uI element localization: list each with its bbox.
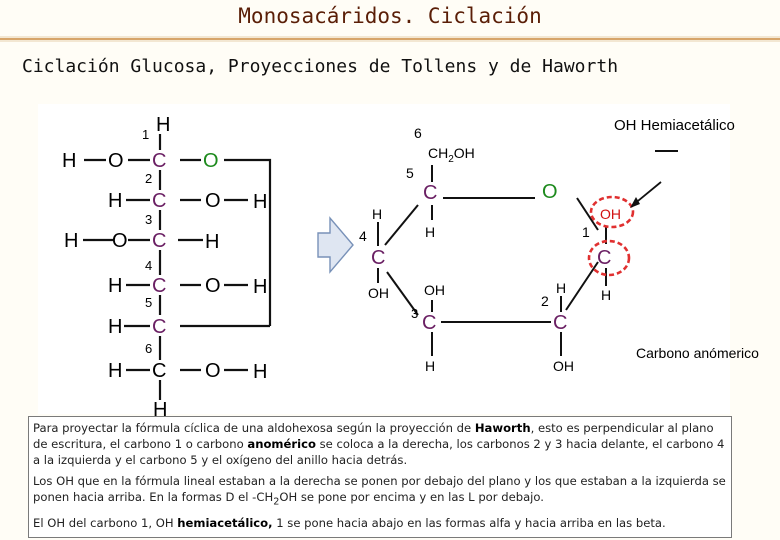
tollens-c6-number: 6 — [145, 341, 152, 356]
hemiacetal-label: OH Hemiacetálico — [614, 117, 735, 134]
tollens-c2-left-h: H — [108, 190, 122, 212]
tollens-c4-left-h: H — [108, 275, 122, 297]
tollens-c1-carbon: C — [152, 150, 166, 172]
tollens-c4-carbon: C — [152, 275, 166, 297]
haworth-projection: 6 CH2OH 5 C O H H 4 C OH OH 3 C H H 2 C … — [359, 117, 759, 374]
tollens-c2-number: 2 — [145, 171, 152, 186]
haworth-c1-number: 1 — [582, 224, 590, 240]
tollens-c3-number: 3 — [145, 212, 152, 227]
haworth-c3-carbon: C — [422, 312, 436, 334]
description-paragraph-3: El OH del carbono 1, OH hemiacetálico, 1… — [33, 516, 666, 531]
slide-title: Monosacáridos. Ciclación — [238, 4, 542, 28]
anomeric-carbon-label: Carbono anómerico — [636, 345, 759, 361]
haworth-c1-h: H — [601, 287, 611, 303]
haworth-c5-carbon: C — [423, 182, 437, 204]
haworth-c5-number: 5 — [406, 165, 414, 181]
diagram-panel — [38, 104, 730, 414]
anomeric-term: anomérico — [247, 437, 316, 451]
haworth-c2-oh: OH — [553, 358, 574, 374]
tollens-c1-left-o: O — [108, 150, 124, 172]
tollens-c4-number: 4 — [145, 258, 152, 273]
tollens-c2-h: H — [253, 191, 267, 213]
description-box: Para proyectar la fórmula cíclica de una… — [28, 416, 732, 538]
hemiacetal-term: hemiacetálico, — [177, 516, 273, 531]
haworth-ring-oxygen: O — [542, 181, 558, 203]
haworth-ch2oh-sub: 2 — [448, 154, 454, 165]
tollens-ring-oxygen: O — [203, 150, 219, 172]
description-paragraph-1: Para proyectar la fórmula cíclica de una… — [33, 421, 725, 467]
haworth-c3-number: 3 — [411, 306, 418, 321]
tollens-c4-o: O — [205, 275, 221, 297]
haworth-c1-carbon: C — [597, 247, 611, 269]
tollens-c3-left-o: O — [112, 230, 128, 252]
tollens-c3-h: H — [205, 231, 219, 253]
haworth-c3-oh: OH — [424, 282, 445, 298]
haworth-c4-top-h: H — [372, 206, 382, 222]
tollens-c5-carbon: C — [152, 316, 166, 338]
haworth-hemiacetal-oh: OH — [600, 206, 621, 222]
tollens-c6-o: O — [205, 360, 221, 382]
haworth-c4-carbon: C — [371, 247, 385, 269]
tollens-projection: 1 H H O C O 2 H C O H 3 H O C H 4 H C O … — [62, 114, 267, 421]
tollens-c1-top-h: H — [156, 114, 170, 136]
haworth-c4-oh: OH — [368, 285, 389, 301]
conversion-arrow — [317, 216, 354, 274]
tollens-c4-h: H — [253, 276, 267, 298]
tollens-c6-bottom-h: H — [153, 399, 167, 421]
tollens-c1-left-h: H — [62, 150, 76, 172]
slide-subtitle: Ciclación Glucosa, Proyecciones de Tolle… — [22, 56, 619, 77]
tollens-c5-left-h: H — [108, 316, 122, 338]
tollens-c6-h: H — [253, 361, 267, 383]
ch2oh-subscript: 2 — [273, 496, 280, 508]
haworth-ch2oh: CH2OH — [428, 145, 475, 165]
tollens-c2-carbon: C — [152, 190, 166, 212]
haworth-c3-h: H — [425, 358, 435, 374]
haworth-c6-number: 6 — [414, 125, 422, 141]
haworth-c2-number: 2 — [541, 293, 549, 309]
description-paragraph-2: Los OH que en la fórmula lineal estaban … — [33, 474, 726, 508]
haworth-ch2oh-oh: OH — [454, 145, 475, 161]
haworth-c2-h: H — [556, 280, 566, 296]
tollens-c1-number: 1 — [142, 127, 149, 142]
tollens-c3-left-h: H — [64, 230, 78, 252]
tollens-c6-carbon: C — [152, 360, 166, 382]
haworth-term: Haworth — [474, 421, 531, 435]
title-divider — [0, 36, 780, 42]
haworth-highlights — [587, 195, 635, 277]
tollens-c6-left-h: H — [108, 360, 122, 382]
haworth-bonds — [377, 150, 678, 356]
haworth-c5-h: H — [425, 224, 435, 240]
anomeric-pointer-head — [630, 197, 640, 208]
tollens-c3-carbon: C — [152, 230, 166, 252]
tollens-c5-number: 5 — [145, 295, 152, 310]
haworth-c2-carbon: C — [553, 312, 567, 334]
tollens-c2-o: O — [205, 190, 221, 212]
haworth-ch2oh-ch: CH — [428, 145, 448, 161]
tollens-bonds — [83, 134, 272, 400]
haworth-c4-number: 4 — [359, 228, 367, 244]
